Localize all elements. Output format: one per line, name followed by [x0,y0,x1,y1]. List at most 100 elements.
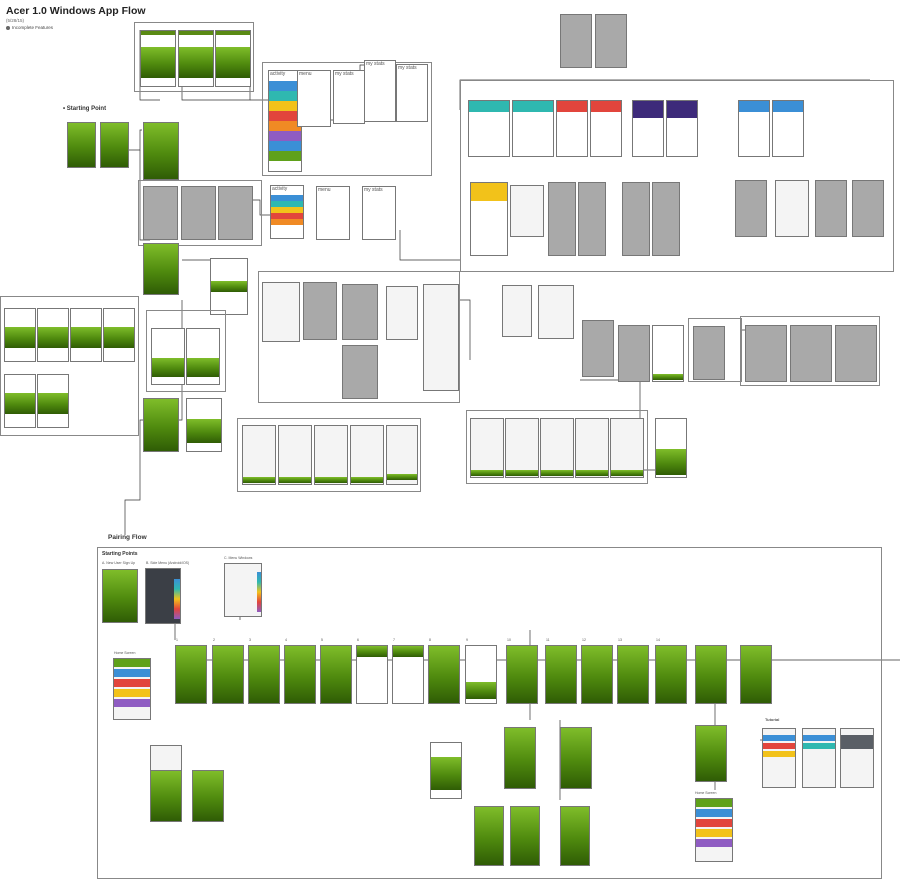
step-7-screen[interactable] [392,645,424,704]
tutorial-screen-1[interactable] [762,728,796,788]
step-5-screen[interactable] [320,645,352,704]
splash-screen[interactable] [67,122,96,168]
register-green[interactable] [143,243,179,295]
activity-stat[interactable] [470,182,508,256]
login-green[interactable] [143,122,179,180]
software-update-screen[interactable] [695,645,727,704]
signup-screen-5[interactable] [4,374,36,428]
step-2-screen[interactable] [212,645,244,704]
password-screen-2[interactable] [790,325,832,382]
goal-screen-4[interactable] [350,425,384,485]
stat-gray-4[interactable] [652,182,680,256]
step-6-screen[interactable] [356,645,388,704]
password-screen-1[interactable] [745,325,787,382]
step-14-screen[interactable] [655,645,687,704]
step-10-screen[interactable] [506,645,538,704]
sleep-stat-1[interactable] [632,100,664,157]
mid-screen-2[interactable] [538,285,574,339]
signup-screen-3[interactable] [70,308,102,362]
mid-gray-1[interactable] [582,320,614,377]
settings-gray-3[interactable] [342,345,378,399]
step-12-screen[interactable] [581,645,613,704]
calories-stat-2[interactable] [590,100,622,157]
step-1-screen[interactable] [175,645,207,704]
stat-gray-2[interactable] [578,182,606,256]
step-13-screen[interactable] [617,645,649,704]
chart-screen-2[interactable] [595,14,627,68]
edit-profile-green[interactable] [655,418,687,478]
edit-profile-3[interactable] [540,418,574,478]
edit-profile-5[interactable] [610,418,644,478]
calories-stat-1[interactable] [556,100,588,157]
bluetooth-trouble-screen[interactable] [560,727,592,789]
distance-stat-2[interactable] [772,100,804,157]
edit-profile-1[interactable] [470,418,504,478]
goal-screen-3[interactable] [314,425,348,485]
password-screen-3[interactable] [835,325,877,382]
settings-screen[interactable] [262,282,300,342]
signup-screen-2[interactable] [37,308,69,362]
goal-screen-5[interactable] [386,425,418,485]
steps-stat-2[interactable] [512,100,554,157]
signup-screen-1[interactable] [4,308,36,362]
retry-screen-1[interactable] [474,806,504,866]
retry-screen-3[interactable] [560,806,590,866]
software-update-2-screen[interactable] [740,645,772,704]
info-form[interactable] [186,398,222,452]
stat-detail-lt[interactable] [775,180,809,237]
stat-gray-7[interactable] [852,180,884,237]
sync-screen-2[interactable] [181,186,216,240]
step-8-screen[interactable] [428,645,460,704]
login-screen-2[interactable] [178,30,214,87]
retry-screen-2[interactable] [510,806,540,866]
step-4-screen[interactable] [284,645,316,704]
mid-screen-1[interactable] [502,285,532,337]
my-stats-1[interactable]: my stats [333,70,365,124]
mid-gray-2[interactable] [618,325,650,382]
new-user-screen[interactable] [102,569,138,623]
signup-screen-6[interactable] [37,374,69,428]
side-menu-screen[interactable] [145,568,181,624]
goal-screen-2[interactable] [278,425,312,485]
menu-panel[interactable]: menu [297,70,331,127]
code-screen[interactable] [430,742,462,799]
sync-screen-3[interactable] [218,186,253,240]
settings-panel-1[interactable] [386,286,418,340]
alt-green-1[interactable] [150,770,182,822]
home-screen-2[interactable] [695,798,733,862]
profile-detail[interactable] [423,284,459,391]
stat-gray-6[interactable] [815,180,847,237]
my-stats-3[interactable]: my stats [396,64,428,122]
settings-gray-2[interactable] [342,284,378,340]
settings-gray-1[interactable] [303,282,337,340]
my-stats-2[interactable]: my stats [364,60,396,122]
splash-screen-2[interactable] [100,122,129,168]
update-progress-screen[interactable] [695,725,727,782]
info-green[interactable] [143,398,179,452]
menu-panel-2[interactable]: menu [316,186,350,240]
tutorial-screen-2[interactable] [802,728,836,788]
home-screen[interactable] [113,658,151,720]
distance-stat-1[interactable] [738,100,770,157]
step-9-screen[interactable] [465,645,497,704]
chart-screen-1[interactable] [560,14,592,68]
profile-screen-2[interactable] [186,328,220,385]
alt-green-2[interactable] [192,770,224,822]
profile-screen-1[interactable] [151,328,185,385]
activity-menu-2[interactable]: activity [270,185,304,239]
change-screen[interactable] [693,326,725,380]
menu-windows-screen[interactable] [224,563,262,617]
tutorial-screen-3[interactable] [840,728,874,788]
sync-screen-1[interactable] [143,186,178,240]
goal-screen-1[interactable] [242,425,276,485]
signup-screen-4[interactable] [103,308,135,362]
my-stats-4[interactable]: my stats [362,186,396,240]
activity-detail[interactable] [510,185,544,237]
activity-menu[interactable]: activity [268,70,302,172]
step-3-screen[interactable] [248,645,280,704]
stat-gray-1[interactable] [548,182,576,256]
login-screen-1[interactable] [140,30,176,87]
stat-gray-3[interactable] [622,182,650,256]
step-11-screen[interactable] [545,645,577,704]
edit-profile-4[interactable] [575,418,609,478]
